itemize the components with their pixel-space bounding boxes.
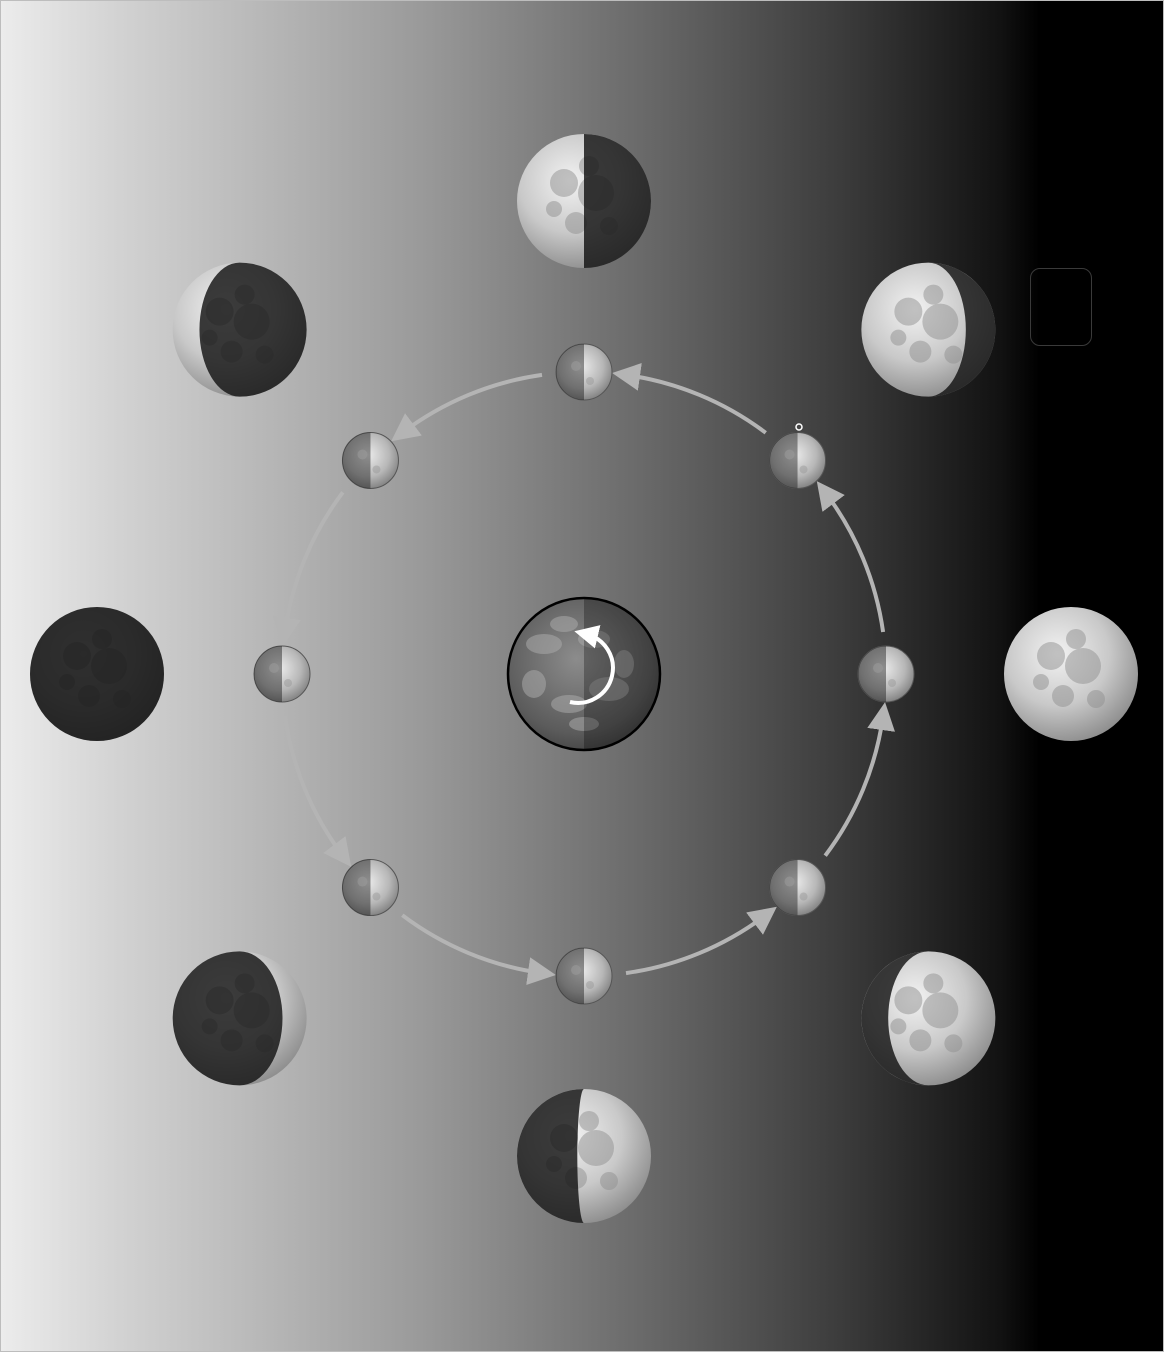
orbit-arrow-segment [626,915,766,973]
orbit-arrow-segment [402,375,542,433]
phase-view-east [1004,607,1138,741]
phase-view-northeast [861,263,995,397]
orbit-arrow-segment [285,716,343,856]
orbit-moon-southeast [770,860,826,916]
orbit-arrow-segment [825,716,883,856]
small-marker-circle [796,424,802,430]
orbit-moon-east [858,646,914,702]
orbit-moon-northeast [770,432,826,488]
phase-view-southeast [861,951,995,1085]
phase-view-north [517,134,651,268]
orbit-arrow-segment [402,915,542,973]
phase-view-south [517,1089,651,1223]
orbit-moon-southwest [342,860,398,916]
orbit-moon-northwest [342,432,398,488]
orbit-moon-south [556,948,612,1004]
orbit-arrow-segment [825,492,883,632]
side-tab-outline [1030,268,1092,346]
orbit-arrow-segment [285,492,343,632]
orbit-arrow-segment [626,375,766,433]
earth-icon [508,598,660,750]
phase-view-northwest [173,263,307,397]
orbit-moon-west [254,646,310,702]
phase-view-west [30,607,164,741]
orbit-moon-north [556,344,612,400]
earth [508,598,660,750]
phase-view-southwest [173,951,307,1085]
